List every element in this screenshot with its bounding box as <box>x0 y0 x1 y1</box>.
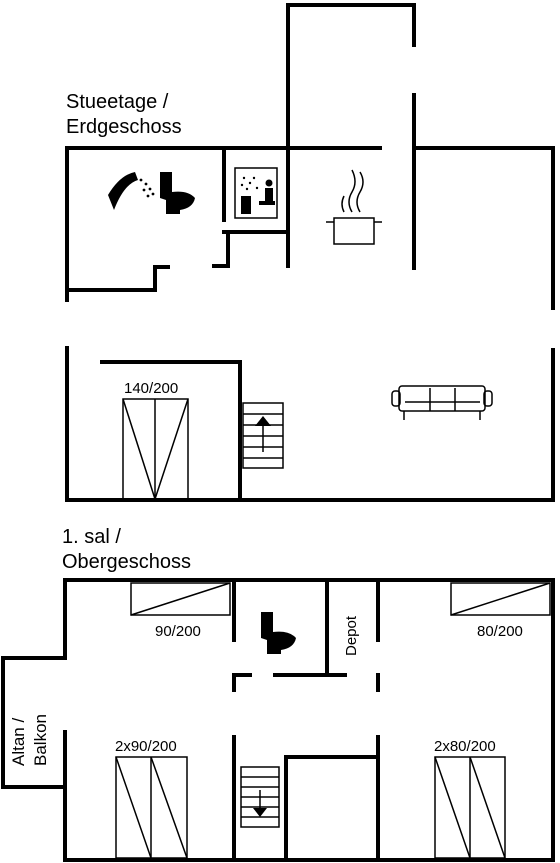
ground-floor-walls <box>65 3 555 502</box>
balcony-label: Altan / Balkon <box>8 714 52 766</box>
stairs-up-icon <box>242 402 284 469</box>
bed-label-90: 90/200 <box>155 623 201 640</box>
double-bed-140 <box>122 398 189 500</box>
sofa-icon <box>391 385 493 420</box>
ground-floor-title-line2: Erdgeschoss <box>66 116 182 138</box>
upper-floor-title-line2: Obergeschoss <box>62 551 191 573</box>
balcony-label-line1: Altan / <box>9 717 28 766</box>
ground-floor-title: Stueetage / Erdgeschoss <box>66 90 182 140</box>
twin-bed-90 <box>115 756 188 859</box>
single-bed-80 <box>450 582 551 616</box>
depot-label: Depot <box>343 615 360 656</box>
bed-label-2x90: 2x90/200 <box>115 738 177 755</box>
upper-floor-title-line1: 1. sal / <box>62 526 121 548</box>
toilet-icon <box>160 172 195 214</box>
upper-floor-title: 1. sal / Obergeschoss <box>62 525 191 575</box>
upper-floor-walls <box>1 578 555 862</box>
ground-floor-title-line1: Stueetage / <box>66 91 169 113</box>
bed-label-140: 140/200 <box>124 380 179 397</box>
bed-label-2x80: 2x80/200 <box>434 738 496 755</box>
cooking-pot-icon <box>326 169 382 245</box>
toilet-icon <box>261 612 296 654</box>
sauna-icon <box>234 167 278 219</box>
shower-icon <box>108 172 155 210</box>
stairs-down-icon <box>240 766 280 828</box>
single-bed-90 <box>130 582 231 616</box>
balcony-label-line2: Balkon <box>31 714 50 766</box>
bed-label-80: 80/200 <box>477 623 523 640</box>
twin-bed-80 <box>434 756 506 859</box>
